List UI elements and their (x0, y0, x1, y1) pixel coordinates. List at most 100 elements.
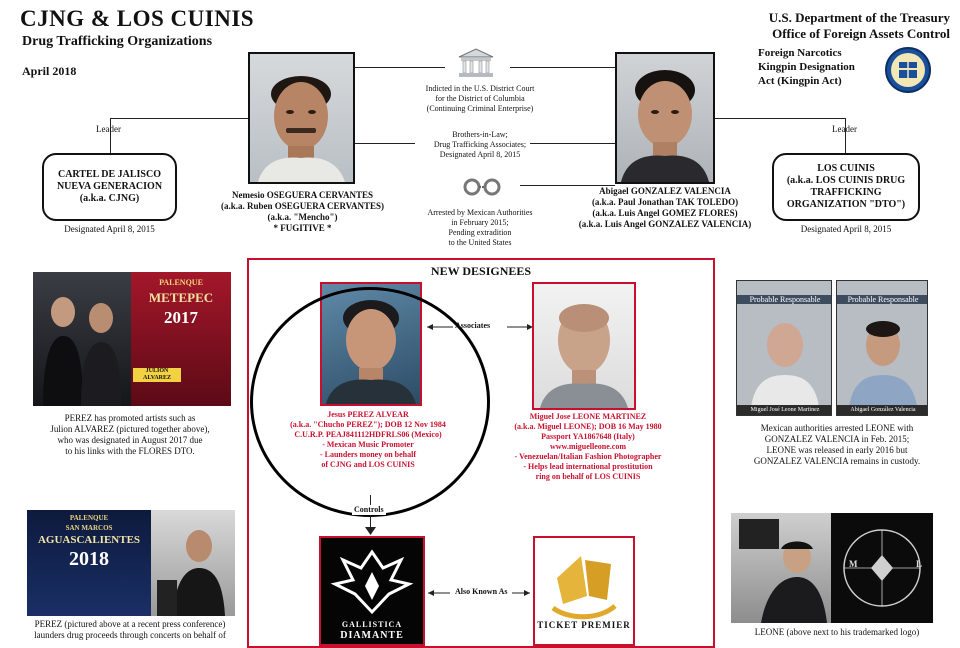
leone-line-7: ring on behalf of LOS CUINIS (535, 472, 641, 481)
perez-line-6: of CJNG and LOS CUINIS (321, 460, 415, 469)
aka-label: Also Known As (455, 587, 508, 596)
mencho-aka-1: (a.k.a. Ruben OSEGUERA CERVANTES) (220, 201, 385, 211)
connector-line (110, 118, 111, 154)
cuinis-name-3: TRAFFICKING (810, 187, 882, 198)
mencho-caption: Nemesio OSEGUERA CERVANTES (a.k.a. Ruben… (195, 190, 410, 234)
court-line-1: Indicted in the U.S. District Court (425, 84, 535, 93)
page-subtitle: Drug Trafficking Organizations (22, 34, 213, 49)
cuinis-designated: Designated April 8, 2015 (800, 224, 892, 234)
leone-line-1: Miguel Jose LEONE MARTINEZ (529, 412, 647, 421)
inlaws-line-2: Drug Trafficking Associates; (433, 140, 527, 149)
right-caption-1: Mexican authorities arrested LEONE with … (724, 423, 950, 467)
press-conference-photo (151, 510, 235, 616)
left-caption-1: PEREZ has promoted artists such as Julio… (20, 413, 240, 457)
right-caption-1-line-3: LEONE was released in early 2016 but (766, 445, 908, 455)
associates-label: Associates (455, 321, 491, 330)
agency-line-1: U.S. Department of the Treasury (768, 10, 950, 25)
cuinis-name-2: (a.k.a. LOS CUINIS DRUG (786, 175, 906, 186)
perez-line-1: Jesus PEREZ ALVEAR (327, 410, 409, 419)
right-caption-2: LEONE (above next to his trademarked log… (754, 627, 920, 637)
associates-arrow-icon (427, 324, 533, 330)
poster1-tag: JULION ALVAREZ (133, 368, 181, 382)
connector-line (355, 143, 415, 144)
ml-logo-letters: M L (849, 559, 933, 569)
perez-caption: Jesus PEREZ ALVEAR (a.k.a. "Chucho PEREZ… (268, 410, 468, 470)
page-title: CJNG & LOS CUINIS (20, 6, 255, 31)
left-caption-2-line-2: launders drug proceeds through concerts … (34, 630, 226, 640)
gallistica-word-2: DIAMANTE (340, 630, 404, 641)
mencho-status: * FUGITIVE * (273, 223, 332, 233)
connector-line (845, 118, 846, 154)
act-line-1: Foreign Narcotics (758, 47, 842, 59)
cjng-name-3: (a.k.a. CJNG) (79, 193, 140, 204)
kingpin-act: Foreign Narcotics Kingpin Designation Ac… (758, 46, 855, 88)
controls-arrow-icon (365, 527, 376, 535)
ticket-premier-logo: TICKET PREMIER (533, 536, 635, 646)
cuinis-name-1: LOS CUINIS (817, 163, 875, 174)
cjng-org-box: CARTEL DE JALISCO NUEVA GENERACION (a.k.… (42, 153, 177, 221)
connector-line (510, 67, 615, 68)
mug2-label: Probable Responsable (837, 295, 927, 304)
gonzalez-name: Abigael GONZALEZ VALENCIA (599, 186, 731, 196)
metepec-poster: PALENQUE METEPEC 2017 JULION ALVAREZ (131, 272, 231, 406)
leone-line-4: www.miguelleone.com (550, 442, 626, 451)
cjng-designated: Designated April 8, 2015 (64, 224, 155, 234)
arrest-note: Arrested by Mexican Authorities in Febru… (405, 208, 555, 248)
arrest-line-1: Arrested by Mexican Authorities (427, 208, 533, 217)
gonzalez-caption: Abigael GONZALEZ VALENCIA (a.k.a. Paul J… (560, 186, 770, 230)
aka-arrow-icon (428, 590, 530, 596)
poster2-year: 2018 (69, 548, 109, 570)
cjng-name-1: CARTEL DE JALISCO (57, 169, 161, 180)
leone-camera-photo (731, 513, 831, 623)
leone-line-2: (a.k.a. Miguel LEONE); DOB 16 May 1980 (514, 422, 662, 431)
gonzalez-photo (615, 52, 715, 184)
mencho-aka-2: (a.k.a. "Mencho") (267, 212, 338, 222)
poster1-year: 2017 (164, 308, 198, 327)
leader-label: Leader (832, 124, 857, 134)
arrest-line-3: Pending extradition (448, 228, 512, 237)
court-line-3: (Continuing Criminal Enterprise) (426, 104, 534, 113)
gonzalez-aka-3: (a.k.a. Luis Angel GONZALEZ VALENCIA) (578, 219, 752, 229)
leone-caption: Miguel Jose LEONE MARTINEZ (a.k.a. Migue… (482, 412, 694, 482)
agency-line-2: Office of Foreign Assets Control (772, 26, 950, 41)
ml-logo: M L (831, 513, 933, 623)
act-line-3: Act (Kingpin Act) (758, 75, 842, 87)
court-line-2: for the District of Columbia (435, 94, 525, 103)
connector-line (355, 67, 445, 68)
connector-line (715, 118, 845, 119)
leone-line-5: - Venezuelan/Italian Fashion Photographe… (514, 452, 662, 461)
left-caption-1-line-3: who was designated in August 2017 due (57, 435, 203, 445)
mug2-name: Abigael González Valencia (837, 405, 927, 415)
perez-line-5: - Launders money on behalf (319, 450, 416, 459)
leader-label: Leader (96, 124, 121, 134)
left-caption-1-line-2: Julion ALVAREZ (pictured together above)… (50, 424, 210, 434)
left-caption-2: PEREZ (pictured above at a recent press … (10, 619, 250, 641)
poster2-top: PALENQUE (69, 514, 109, 522)
new-designees-heading: NEW DESIGNEES (430, 264, 532, 278)
mug1-name: Miguel José Leone Martinez (737, 405, 831, 415)
controls-label: Controls (352, 505, 386, 515)
leone-mugshot: Probable Responsable Miguel José Leone M… (736, 280, 832, 416)
arrest-line-2: in February 2015; (451, 218, 509, 227)
mencho-name: Nemesio OSEGUERA CERVANTES (231, 190, 374, 200)
court-note: Indicted in the U.S. District Court for … (405, 84, 555, 114)
left-caption-1-line-4: to his links with the FLORES DTO. (65, 446, 195, 456)
poster2-sub: SAN MARCOS (65, 524, 113, 532)
inlaws-line-3: Designated April 8, 2015 (439, 150, 521, 159)
right-caption-1-line-4: GONZALEZ VALENCIA remains in custody. (753, 456, 921, 466)
leone-photo (532, 282, 636, 410)
right-caption-1-line-2: GONZALEZ VALENCIA in Feb. 2015; (764, 434, 910, 444)
courthouse-icon (458, 48, 494, 77)
cjng-name-2: NUEVA GENERACION (56, 181, 163, 192)
act-line-2: Kingpin Designation (758, 61, 855, 73)
arrest-line-4: to the United States (448, 238, 512, 247)
gonzalez-mugshot: Probable Responsable Abigael González Va… (836, 280, 928, 416)
leone-line-3: Passport YA1867648 (Italy) (541, 432, 635, 441)
gonzalez-aka-2: (a.k.a. Luis Angel GOMEZ FLORES) (592, 208, 738, 218)
poster1-main: METEPEC (148, 290, 214, 305)
handcuffs-icon (463, 178, 501, 196)
connector-line (110, 118, 248, 119)
report-date: April 2018 (22, 64, 77, 78)
poster2-main: AGUASCALIENTES (37, 534, 141, 546)
ticket-premier-word: TICKET PREMIER (537, 620, 631, 630)
